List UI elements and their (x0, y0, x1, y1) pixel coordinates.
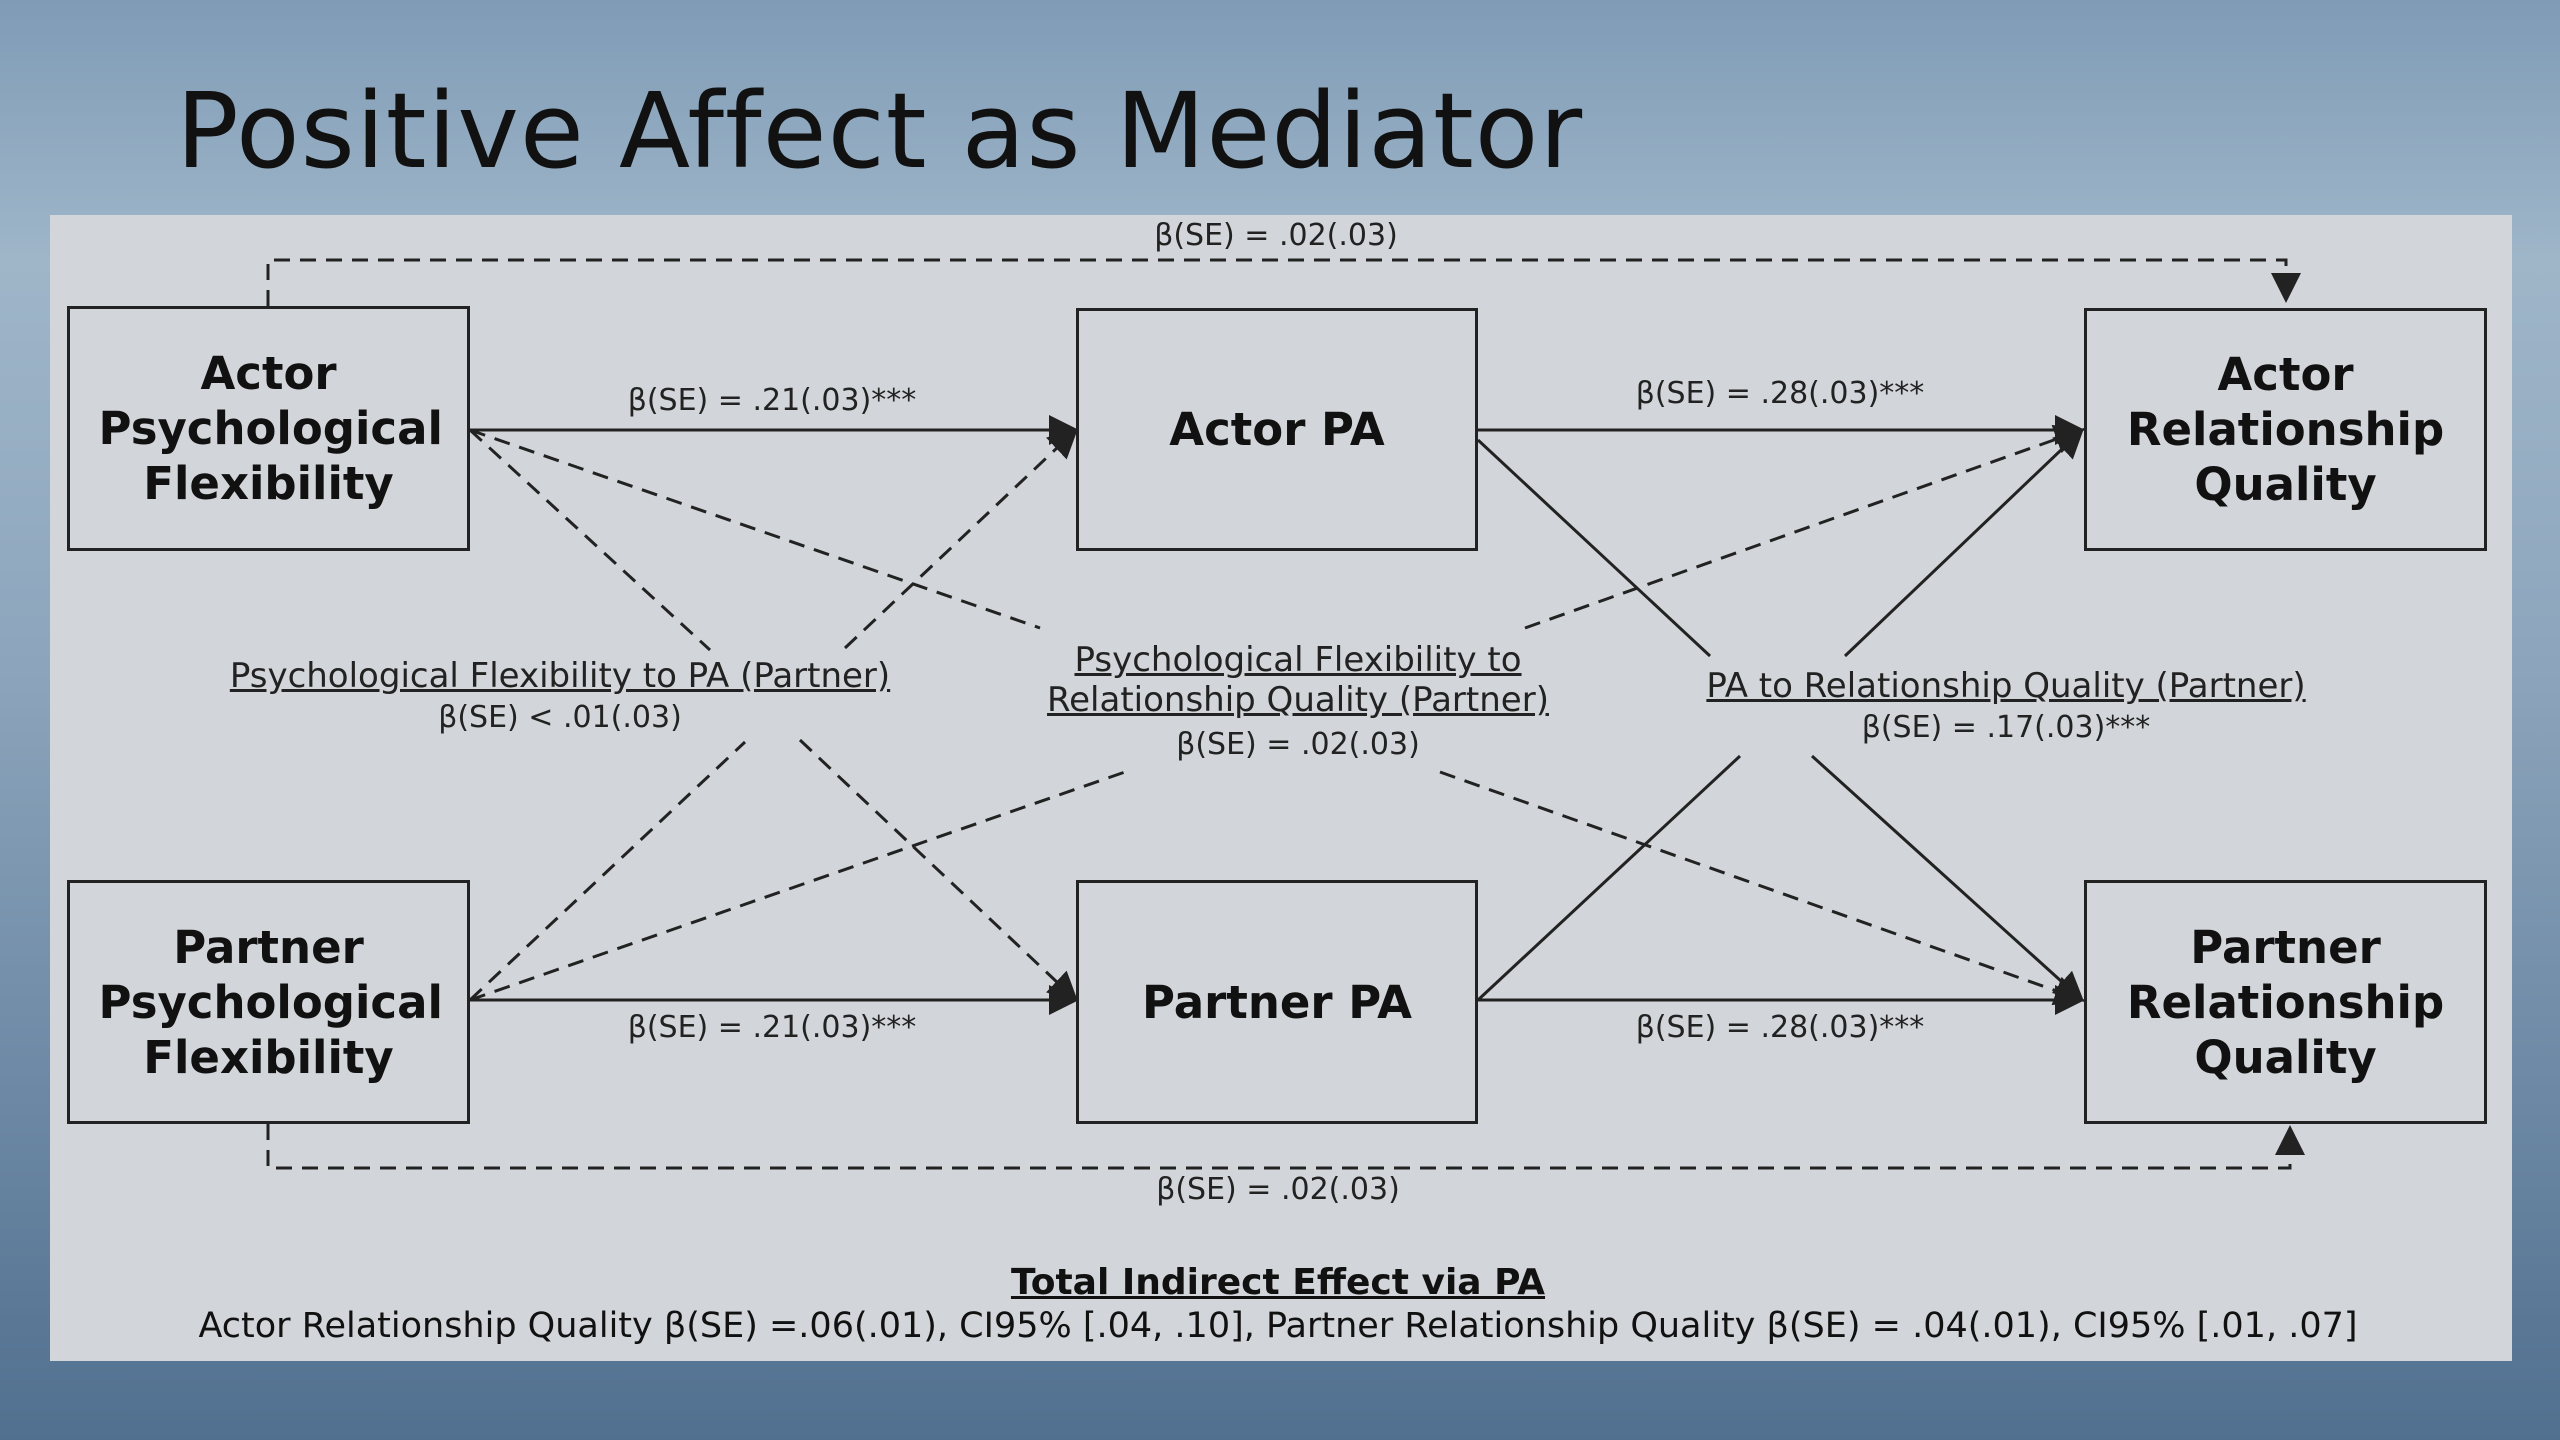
actor-psych-flex-box: Actor Psychological Flexibility (67, 306, 470, 551)
actor-pf-to-partner-pa-lower (798, 738, 1079, 1003)
partner-pf-to-actor-rq-lower (469, 770, 1126, 1002)
partner-pf-to-pa-label: β(SE) = .21(.03)*** (627, 1010, 917, 1045)
actor-pa-to-rq-label: β(SE) = .28(.03)*** (1635, 376, 1925, 411)
total-indirect-text: Actor Relationship Quality β(SE) =.06(.0… (198, 1306, 2357, 1346)
total-partner-label: Partner Relationship Quality β(SE) = .04… (1266, 1306, 2358, 1346)
diagram-panel (50, 215, 2512, 1361)
actor-pf-to-pa-label: β(SE) = .21(.03)*** (627, 383, 917, 418)
pa-to-rq-partner-title: PA to Relationship Quality (Partner) (1706, 666, 2306, 706)
pf-to-pa-partner-value: β(SE) < .01(.03) (438, 700, 682, 735)
pf-to-rq-partner-title: Psychological Flexibility to Relationshi… (1047, 640, 1549, 720)
pa-to-rq-partner-value: β(SE) = .17(.03)*** (1861, 710, 2151, 745)
total-indirect-title: Total Indirect Effect via PA (1010, 1262, 1546, 1303)
partner-pf-to-actor-pa-lower (468, 740, 747, 1002)
partner-pa-to-actor-rq-lower (1476, 754, 1742, 1002)
actor-direct-path (266, 258, 2301, 306)
actor-pf-to-partner-pa-upper (468, 428, 712, 652)
partner-direct-label: β(SE) = .02(.03) (1156, 1172, 1400, 1207)
actor-pa-to-partner-rq-upper (1476, 438, 1712, 658)
actor-pf-to-partner-rq-upper (469, 428, 1041, 630)
partner-pf-to-actor-pa-upper (843, 427, 1079, 650)
partner-pf-to-actor-rq-upper (1524, 424, 2085, 630)
partner-pa-to-rq-label: β(SE) = .28(.03)*** (1635, 1010, 1925, 1045)
partner-psych-flex-box: Partner Psychological Flexibility (67, 880, 470, 1124)
actor-pa-box: Actor PA (1076, 308, 1478, 551)
partner-direct-path (266, 1124, 2305, 1170)
partner-pa-box: Partner PA (1076, 880, 1478, 1124)
actor-pf-to-partner-rq-lower (1439, 770, 2085, 1006)
total-actor-label: Actor Relationship Quality β(SE) =.06(.0… (198, 1306, 1255, 1346)
partner-relationship-quality-box: Partner Relationship Quality (2084, 880, 2487, 1124)
actor-pa-to-partner-rq-lower (1810, 754, 2085, 1003)
partner-pa-to-actor-rq-upper (1843, 427, 2085, 658)
actor-relationship-quality-box: Actor Relationship Quality (2084, 308, 2487, 551)
pf-to-rq-partner-value: β(SE) = .02(.03) (1176, 727, 1420, 762)
pf-to-pa-partner-title: Psychological Flexibility to PA (Partner… (229, 656, 891, 696)
slide-title: Positive Affect as Mediator (176, 70, 1584, 192)
actor-direct-label: β(SE) = .02(.03) (1154, 218, 1398, 253)
